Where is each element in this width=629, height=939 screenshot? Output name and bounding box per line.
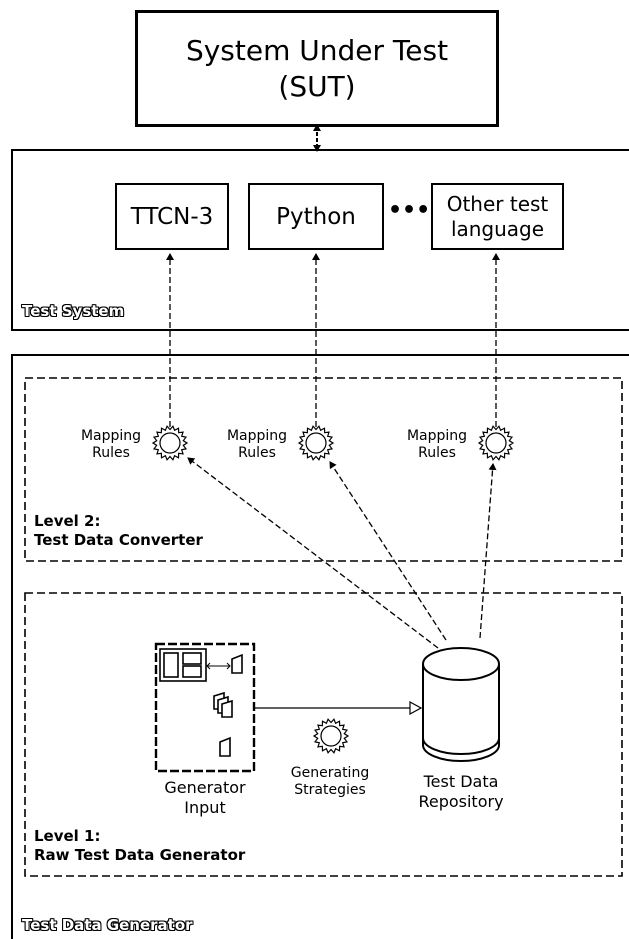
repository-line1: Test Data xyxy=(423,772,499,791)
sut-title: System Under Test xyxy=(185,33,449,67)
sut-subtitle: (SUT) xyxy=(278,69,356,103)
mapping-rules-line2: Rules xyxy=(92,445,130,461)
language-label: TTCN-3 xyxy=(130,203,214,230)
strategies-line2: Strategies xyxy=(294,782,366,798)
generator-input-icons xyxy=(159,648,243,757)
language-box-ttcn3: TTCN-3 xyxy=(115,183,229,250)
arrow-repo-rule1 xyxy=(187,457,439,649)
language-box-other: Other test language xyxy=(431,183,564,250)
level2-subtitle: Test Data Converter xyxy=(34,531,203,549)
language-label: Python xyxy=(276,203,356,230)
level1-subtitle: Raw Test Data Generator xyxy=(34,846,246,864)
level1-box xyxy=(24,592,623,877)
test-data-generator-frame xyxy=(11,354,629,939)
generator-input-line2: Input xyxy=(184,798,226,817)
level1-title: Level 1: xyxy=(34,827,101,845)
generator-input-line1: Generator xyxy=(164,778,246,797)
language-label-line1: Other test xyxy=(446,191,549,216)
language-box-python: Python xyxy=(248,183,384,250)
mapping-rules-label-2: Mapping Rules xyxy=(218,428,296,462)
language-label-line2: language xyxy=(450,216,545,241)
repository-label: Test Data Repository xyxy=(405,772,517,812)
mapping-rules-label-1: Mapping Rules xyxy=(72,428,150,462)
mapping-rules-line2: Rules xyxy=(418,445,456,461)
arrow-repo-rule3 xyxy=(479,463,497,639)
level2-title: Level 2: xyxy=(34,512,101,530)
mapping-rules-line1: Mapping xyxy=(406,428,468,444)
generating-strategies-label: Generating Strategies xyxy=(280,765,380,799)
test-system-label: Test System xyxy=(22,302,125,320)
test-system-frame xyxy=(11,149,629,331)
level1-label: Level 1: Raw Test Data Generator xyxy=(34,827,245,865)
mapping-rules-line2: Rules xyxy=(238,445,276,461)
repository-cylinder xyxy=(422,647,500,762)
mapping-rules-line1: Mapping xyxy=(80,428,142,444)
mapping-rules-label-3: Mapping Rules xyxy=(398,428,476,462)
language-ellipsis: ••• xyxy=(388,198,431,223)
sut-link-arrow xyxy=(313,124,321,152)
strategies-line1: Generating xyxy=(290,765,370,781)
level2-label: Level 2: Test Data Converter xyxy=(34,512,203,550)
sut-box: System Under Test (SUT) xyxy=(135,10,499,127)
test-data-generator-label: Test Data Generator xyxy=(22,916,193,934)
level2-box xyxy=(24,377,623,562)
arrow-repo-rule2 xyxy=(329,461,447,641)
repository-line2: Repository xyxy=(418,792,504,811)
mapping-rules-line1: Mapping xyxy=(226,428,288,444)
generator-input-label: Generator Input xyxy=(145,778,265,818)
